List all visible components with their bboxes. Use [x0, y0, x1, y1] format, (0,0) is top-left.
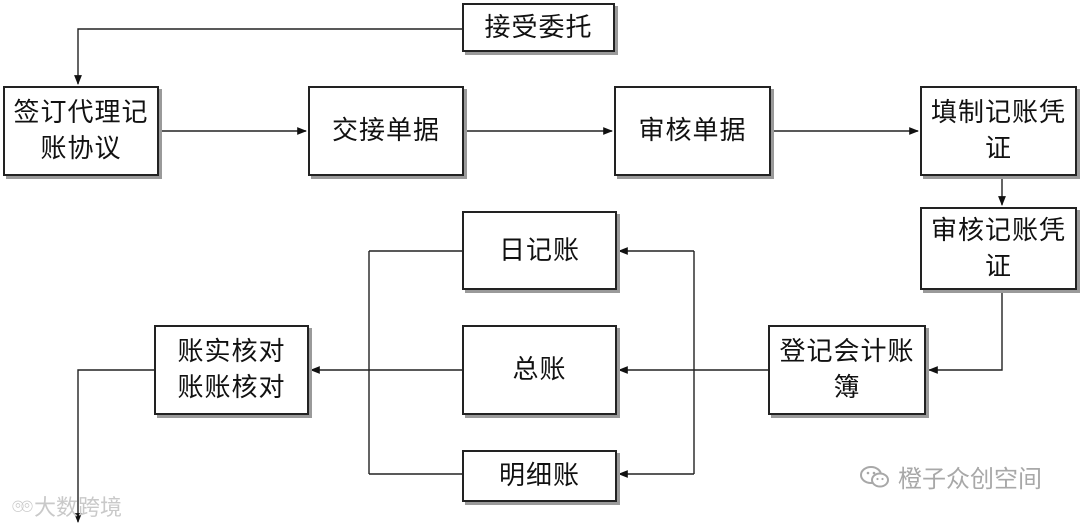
node-review-documents: 审核单据: [614, 86, 771, 176]
node-reconcile: 账实核对 账账核对: [154, 325, 309, 415]
node-detail-ledger: 明细账: [462, 450, 617, 502]
node-general-ledger: 总账: [462, 325, 617, 415]
node-accept-entrustment: 接受委托: [462, 3, 615, 52]
watermark-left-text: 大数跨境: [34, 496, 123, 521]
node-review-voucher: 审核记账凭 证: [920, 207, 1077, 290]
arrow-reviewvoucher-to-register: [928, 290, 1003, 374]
node-journal: 日记账: [462, 211, 617, 290]
watermark-left: ⌾⌾ 大数跨境: [12, 490, 122, 522]
watermark-right-text: 橙子众创空间: [898, 465, 1042, 493]
dashuju-logo-icon: ⌾⌾: [12, 494, 33, 518]
arrow-accept-to-sign: [74, 28, 462, 85]
node-sign-agreement: 签订代理记 账协议: [3, 86, 159, 176]
arrow-reconcile-out: [74, 369, 154, 523]
wechat-icon: [860, 465, 889, 487]
node-fill-voucher: 填制记账凭 证: [920, 86, 1077, 176]
watermark-right: 橙子众创空间: [860, 459, 1042, 494]
node-handover-documents: 交接单据: [308, 86, 464, 176]
node-register-ledger: 登记会计账 簿: [768, 325, 926, 415]
